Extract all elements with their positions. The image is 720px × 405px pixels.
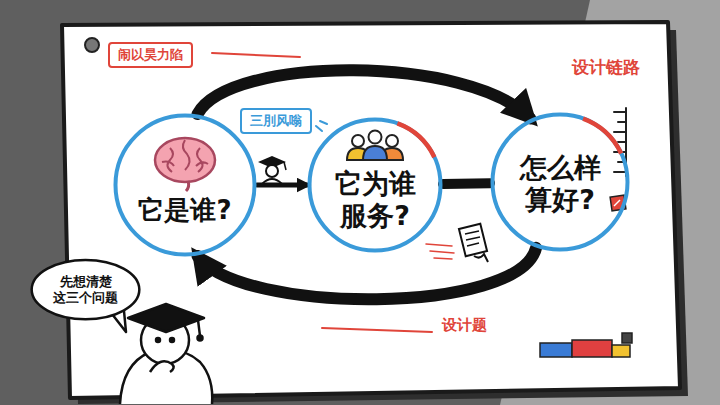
red-stroke: [212, 53, 300, 57]
pin: [85, 38, 99, 52]
motion-lines: [426, 244, 454, 259]
people-icon: [347, 131, 403, 161]
connector-line: [257, 183, 307, 188]
node-text: 三刖风嗡: [250, 113, 302, 129]
blue-ticks: [316, 121, 327, 131]
red-stroke: [322, 328, 432, 332]
tag-box: 三刖风嗡: [240, 108, 312, 134]
paper-figure: [459, 224, 488, 262]
color-bars: [540, 333, 632, 357]
question-circle: 怎么样算好?: [490, 112, 630, 252]
cycle-arrow: [198, 248, 537, 299]
note-label: 设计题: [442, 316, 487, 335]
speech-bubble: 先想清楚 这三个问题: [30, 258, 141, 321]
graduate-figure-small: [258, 156, 286, 184]
brain-icon: [155, 138, 215, 191]
thinking-figure: [120, 304, 212, 404]
node-text: 闹以昊力陷: [118, 47, 183, 63]
question-circle: 它是谁?: [113, 113, 257, 257]
tag-box: 闹以昊力陷: [108, 42, 193, 68]
node-text: 先想清楚 这三个问题: [52, 274, 119, 305]
node-text: 它是谁?: [138, 195, 231, 226]
circle-outline: [113, 113, 257, 257]
connector-line: [443, 178, 490, 189]
note-label: 设计链路: [572, 56, 640, 79]
question-circle: 它为谁服务?: [307, 117, 443, 253]
node-text: 怎么样算好?: [515, 152, 604, 217]
node-text: 它为谁服务?: [330, 168, 419, 233]
paper-sheet: [62, 22, 680, 398]
